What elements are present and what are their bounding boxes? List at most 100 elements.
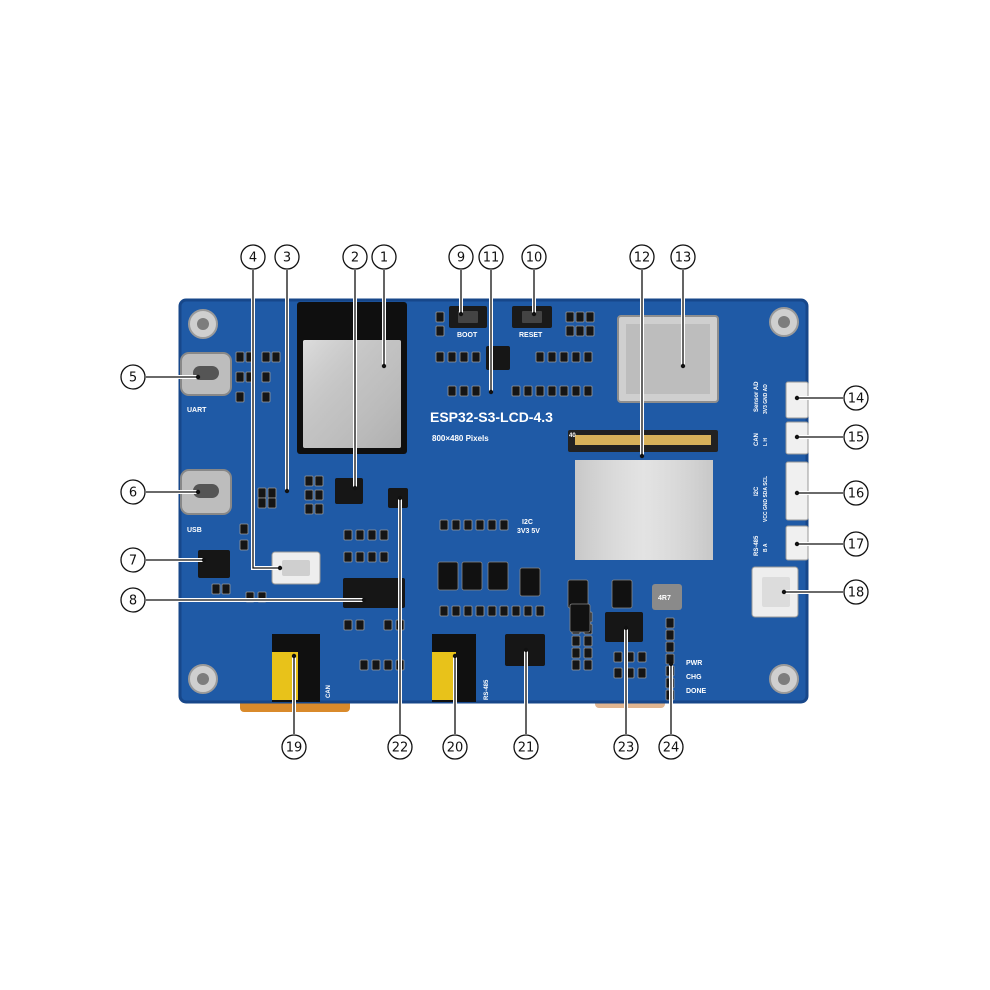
smd-component <box>535 605 545 617</box>
smd-component <box>451 519 461 531</box>
pwr-led-label: PWR <box>686 660 702 667</box>
smd-component <box>523 385 533 397</box>
battery-connector <box>271 551 321 585</box>
smd-component <box>355 619 365 631</box>
smd-component <box>583 351 593 363</box>
callout-circle <box>342 244 368 270</box>
leader-dot <box>680 363 686 369</box>
can-jumper-label: CAN <box>326 685 332 698</box>
callout-number: 19 <box>286 741 303 756</box>
smd-component <box>511 385 521 397</box>
callout-circle <box>120 587 146 613</box>
smd-component <box>239 539 249 551</box>
smd-component <box>665 629 675 641</box>
smd-component <box>499 519 509 531</box>
smd-component <box>355 551 365 563</box>
callout-circle <box>843 385 869 411</box>
callout-number: 12 <box>634 251 651 266</box>
leader-dot <box>195 489 201 495</box>
callout-number: 20 <box>447 741 464 756</box>
rs485-header-pins: B A <box>763 543 769 552</box>
smd-component <box>471 351 481 363</box>
leader-dot <box>361 597 367 603</box>
leader-dot <box>794 541 800 547</box>
smd-component <box>523 605 533 617</box>
reset-label: RESET <box>519 332 543 339</box>
leader-dot <box>639 453 645 459</box>
callout-circle <box>843 579 869 605</box>
leader-dot <box>284 488 290 494</box>
callout-number: 22 <box>392 741 409 756</box>
i2c-header-label: I2C <box>754 486 760 496</box>
power-component <box>461 561 483 591</box>
leader-dot <box>201 557 207 563</box>
leader-dot <box>195 374 201 380</box>
callout-number: 23 <box>618 741 635 756</box>
esp32-module <box>297 302 407 454</box>
leader-dot <box>523 647 529 653</box>
smd-component <box>355 529 365 541</box>
rs485-jumper-label: RS-485 <box>484 679 490 700</box>
smd-component <box>261 371 271 383</box>
smd-component <box>575 325 585 337</box>
smd-component <box>637 667 647 679</box>
smd-component <box>343 619 353 631</box>
smd-component <box>435 311 445 323</box>
smd-component <box>314 489 324 501</box>
smd-component <box>583 647 593 659</box>
callout-number: 9 <box>457 251 465 266</box>
leader-dot <box>794 490 800 496</box>
leader-dot <box>794 434 800 440</box>
callout-circle <box>658 734 684 760</box>
smd-component <box>314 475 324 487</box>
smd-component <box>463 519 473 531</box>
sensor-header-label: Sensor AD <box>754 381 760 412</box>
leader-dot <box>794 395 800 401</box>
boot-label: BOOT <box>457 332 478 339</box>
callout-number: 21 <box>518 741 535 756</box>
smd-component <box>371 659 381 671</box>
leader-dot <box>488 389 494 395</box>
smd-component <box>304 503 314 515</box>
callout-circle <box>274 244 300 270</box>
leader-dot <box>531 311 537 317</box>
callout-number: 1 <box>380 251 388 266</box>
callout-number: 17 <box>848 538 865 553</box>
smd-component <box>257 487 267 499</box>
smd-component <box>559 385 569 397</box>
tf-card-slot <box>617 315 719 403</box>
callout-circle <box>478 244 504 270</box>
chg-led-label: CHG <box>686 674 702 681</box>
smd-component <box>314 503 324 515</box>
smd-component <box>451 605 461 617</box>
push-buttons <box>449 306 552 328</box>
smd-component <box>439 605 449 617</box>
smd-component <box>367 551 377 563</box>
smd-component <box>535 351 545 363</box>
i2c-voltage-label: 3V3 5V <box>517 528 540 535</box>
smd-component <box>343 529 353 541</box>
smd-component <box>665 617 675 629</box>
callout-number: 10 <box>526 251 543 266</box>
callout-number: 18 <box>848 586 865 601</box>
smd-component <box>304 489 314 501</box>
callout-circle <box>371 244 397 270</box>
smd-component <box>359 659 369 671</box>
smd-component <box>267 497 277 509</box>
callout-circle <box>281 734 307 760</box>
smd-component <box>459 351 469 363</box>
smd-component <box>571 647 581 659</box>
leader-dot <box>381 363 387 369</box>
smd-component <box>487 605 497 617</box>
smd-component <box>571 659 581 671</box>
smd-component <box>585 311 595 323</box>
callout-number: 16 <box>848 487 865 502</box>
smd-component <box>547 385 557 397</box>
callout-number: 6 <box>129 486 137 501</box>
smd-component <box>343 551 353 563</box>
smd-component <box>379 529 389 541</box>
smd-component <box>585 325 595 337</box>
i2c-label: I2C <box>522 519 533 526</box>
smd-component <box>221 583 231 595</box>
